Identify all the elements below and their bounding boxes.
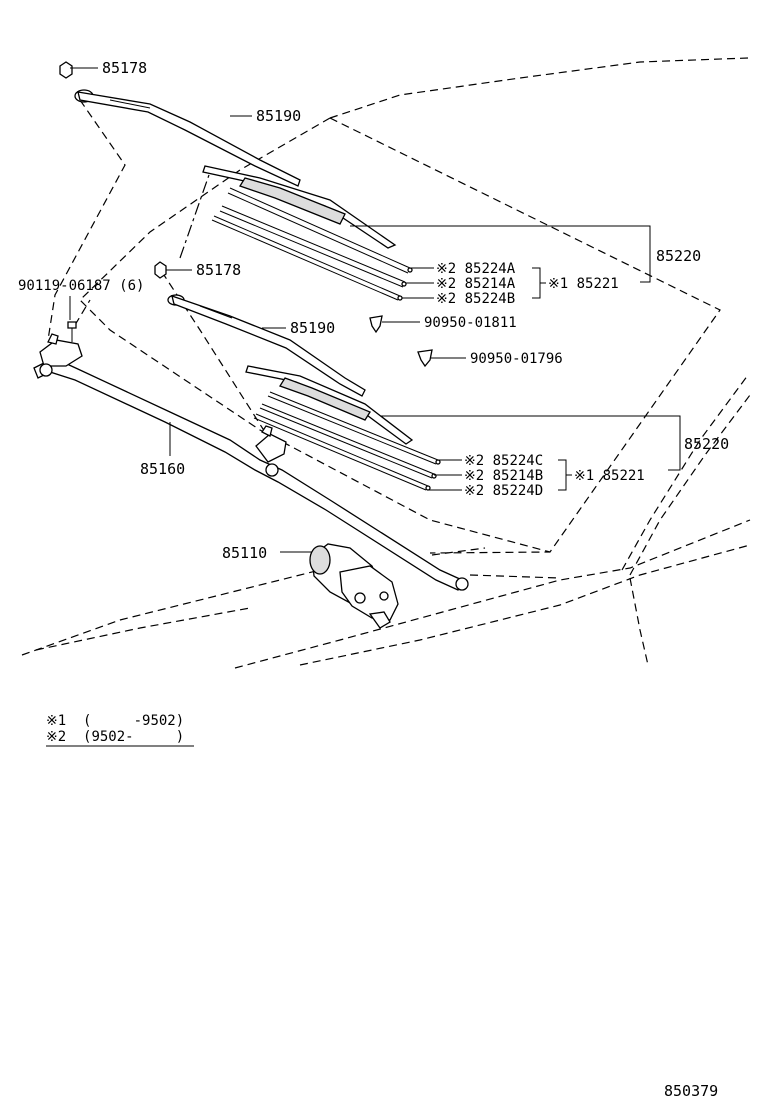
label-85224c: ※2 85224C [464, 453, 543, 469]
bolt-90119 [67, 321, 77, 342]
upper-wiper-blade [202, 165, 413, 301]
label-90119: 90119-06187 (6) [18, 278, 144, 294]
body-outline [21, 374, 751, 669]
label-85224d: ※2 85224D [464, 483, 543, 499]
clip-90950-01796 [417, 349, 433, 368]
label-85224a: ※2 85224A [436, 261, 516, 277]
upper-wiper-arm [74, 89, 301, 187]
label-85220-top: 85220 [656, 247, 701, 265]
windshield-outline [79, 57, 749, 579]
part-labels: 85178 85190 85220 ※2 85224A ※2 85214A ※2… [18, 59, 729, 562]
label-85221-top: ※1 85221 [548, 276, 619, 292]
wiper-motor [309, 543, 399, 629]
assembly-dash-lines [47, 99, 271, 441]
label-85110: 85110 [222, 544, 267, 562]
label-85160: 85160 [140, 460, 185, 478]
lower-wiper-arm [167, 294, 366, 397]
note-1: ※1 ( -9502) [46, 713, 184, 729]
label-85190-mid: 85190 [290, 319, 335, 337]
nut-85178-mid [154, 261, 167, 279]
diagram-code: 850379 [664, 1082, 718, 1100]
clip-90950-01811 [369, 315, 383, 334]
label-85214b: ※2 85214B [464, 468, 543, 484]
label-85178-top: 85178 [102, 59, 147, 77]
label-85178-mid: 85178 [196, 261, 241, 279]
note-2: ※2 (9502- ) [46, 729, 184, 745]
label-85221-bot: ※1 85221 [574, 468, 645, 484]
label-85224b: ※2 85224B [436, 291, 515, 307]
label-90950-01811: 90950-01811 [424, 315, 517, 331]
label-85190-top: 85190 [256, 107, 301, 125]
legend-notes: ※1 ( -9502) ※2 (9502- ) [46, 713, 194, 747]
nut-85178-top [59, 61, 73, 79]
label-85214a: ※2 85214A [436, 276, 516, 292]
lower-wiper-blade [245, 365, 441, 491]
label-90950-01796: 90950-01796 [470, 351, 563, 367]
wiper-link-rod [33, 333, 469, 591]
leader-lines [69, 67, 681, 553]
label-85220-bot: 85220 [684, 435, 729, 453]
